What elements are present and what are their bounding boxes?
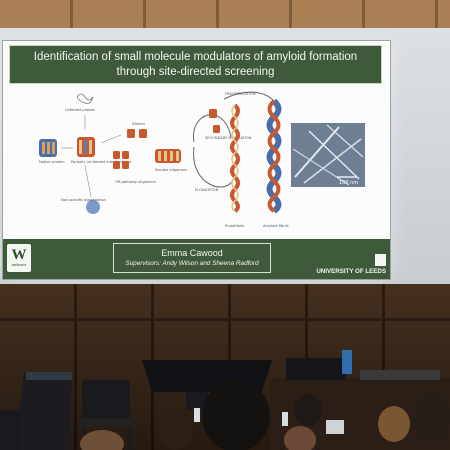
presenter-name: Emma Cawood [161, 248, 223, 258]
label-elongation: ELONGATION [195, 188, 219, 192]
label-native: Native protein [39, 160, 65, 164]
label-soluble: Soluble oligomers [155, 168, 187, 172]
wellcome-logo-text: wellcome [11, 263, 27, 267]
label-dimers: Dimers [132, 122, 145, 126]
supervisors-line: Supervisors: Andy Wilson and Sheena Radf… [125, 260, 259, 267]
amyloid-fibril-icon [266, 98, 282, 214]
university-crest-icon [375, 254, 386, 266]
university-name: UNIVERSITY OF LEEDS [316, 268, 386, 275]
intermediate-protein-icon [77, 137, 95, 157]
slide-title-line-1: Identification of small molecule modulat… [33, 50, 358, 63]
label-amyloid: Amyloid fibrils [263, 224, 289, 228]
label-secondary: SECONDARY NUCLEATION [205, 136, 252, 140]
label-unfolded: Unfolded protein [65, 108, 95, 112]
university-logo: UNIVERSITY OF LEEDS [312, 245, 386, 275]
dimer-icon [127, 129, 147, 138]
slide-title-bar: Identification of small molecule modulat… [9, 45, 382, 84]
presenter-box: Emma Cawood Supervisors: Andy Wilson and… [113, 243, 271, 273]
wellcome-logo-letter: W [11, 247, 27, 263]
wall-rail [0, 318, 450, 321]
arrow-aggregate [84, 164, 92, 198]
wellcome-logo: W wellcome [7, 244, 31, 272]
native-protein-icon [39, 139, 57, 157]
presentation-slide: Identification of small molecule modulat… [2, 40, 391, 280]
label-nonspecific: Non-specific aggregation [61, 198, 106, 202]
label-partially: Partially (un)folded intermediates [71, 160, 131, 164]
cycle-oligomer-mid [213, 125, 220, 133]
label-protofibrils: Protofibrils [225, 224, 244, 228]
soluble-oligomer-icon [155, 149, 181, 163]
slide-footer-bar: W wellcome Emma Cawood Supervisors: Andy… [3, 239, 390, 279]
protofibril-icon [230, 103, 240, 213]
arrow-dimer [100, 134, 122, 144]
chair-right [0, 410, 20, 450]
aggregate-icon [86, 200, 100, 214]
nucleation-cycle-arrow [193, 114, 232, 143]
slide-title-line-2: through site-directed screening [116, 65, 275, 78]
unfolded-protein-icon [76, 93, 94, 104]
amyloid-pathway-figure: Unfolded protein Native protein [9, 87, 385, 237]
off-pathway-oligomer-icon [113, 151, 129, 169]
audience [80, 380, 450, 450]
electron-micrograph: 100 nm [291, 123, 365, 187]
label-offpathway: Off-pathway oligomers [115, 180, 156, 184]
lectern [14, 372, 72, 450]
label-fragmentation: FRAGMENTATION [225, 92, 256, 96]
pathway-diagram: Unfolded protein Native protein [39, 91, 365, 228]
scalebar-label: 100 nm [339, 180, 358, 186]
cycle-oligomer-top [209, 109, 217, 118]
